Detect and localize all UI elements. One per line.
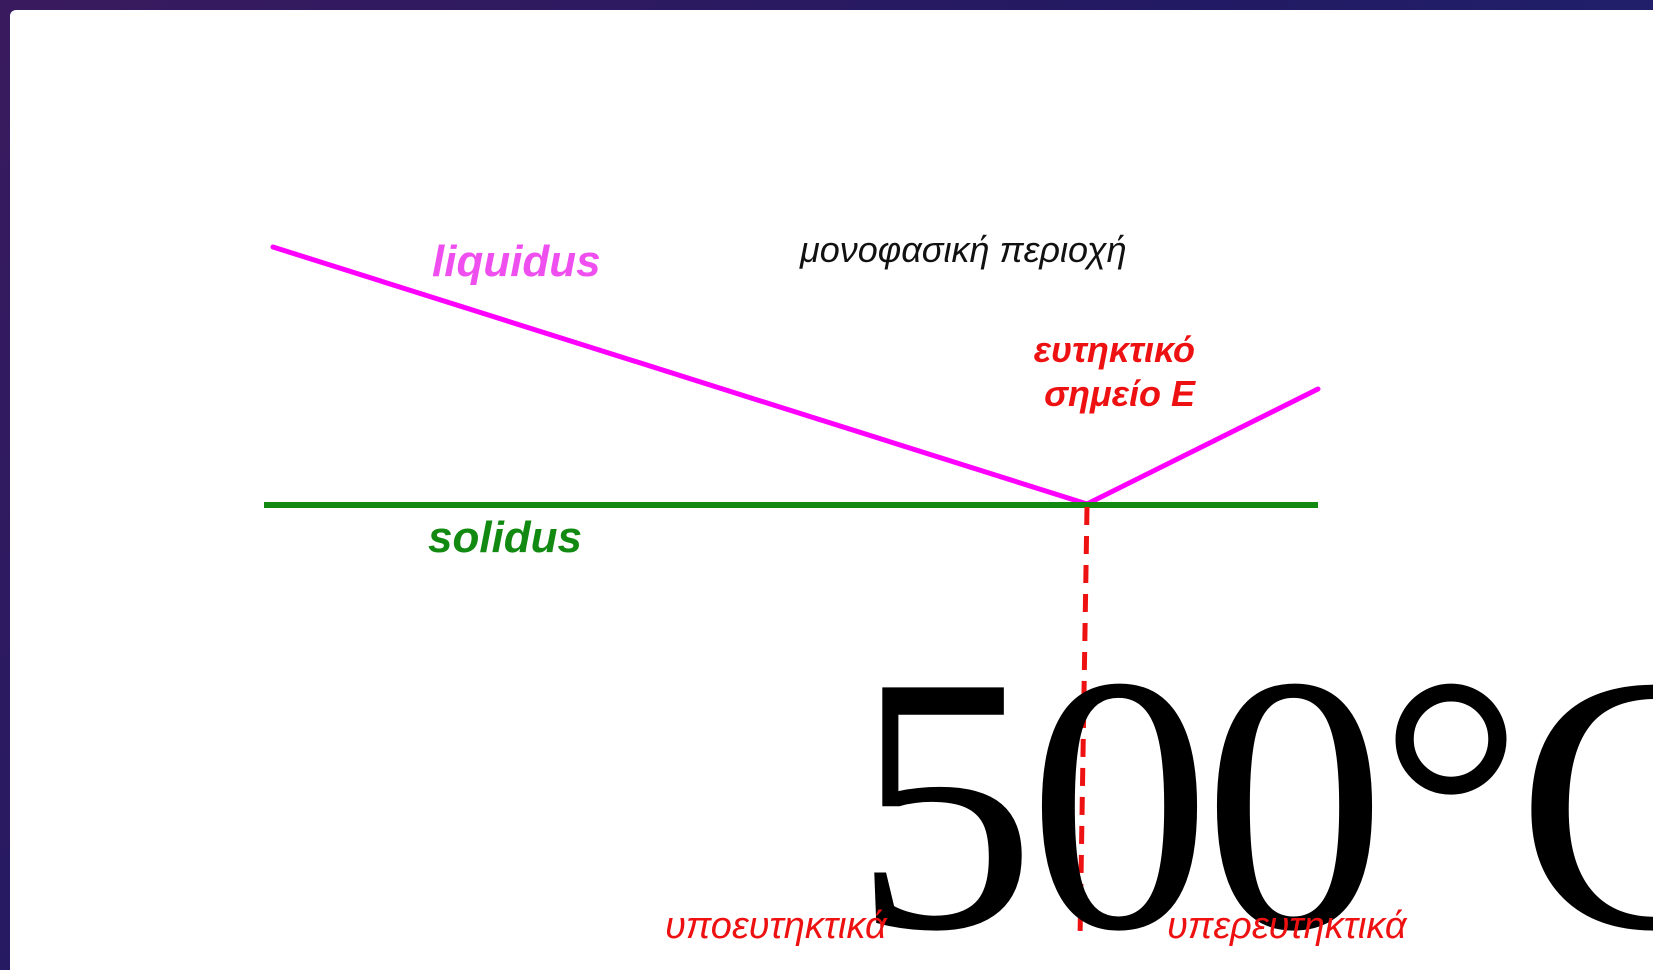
- liquidus-right-line: [1084, 386, 1321, 507]
- phase-diagram: [264, 244, 1321, 941]
- slide-canvas: 500°C liquidus μονοφασική περιοχή ευτηκτ…: [10, 10, 1653, 970]
- liquidus-left-line: [270, 244, 1090, 507]
- eutectic-point-label-line1: ευτηκτικό: [1033, 329, 1195, 370]
- eutectic-composition-dashed-line: [1077, 506, 1090, 941]
- solidus-label: solidus: [428, 513, 583, 562]
- hypereutectic-label: υπερευτηκτικά: [1167, 905, 1407, 947]
- hypoeutectic-label: υποευτηκτικά: [665, 905, 887, 947]
- temperature-label: 500°C: [853, 602, 1653, 970]
- single-phase-region-label: μονοφασική περιοχή: [800, 229, 1127, 270]
- liquidus-label: liquidus: [432, 237, 601, 286]
- eutectic-point-label-line2: σημείο Ε: [1044, 372, 1195, 414]
- eutectic-point-label: ευτηκτικό σημείο Ε: [1034, 328, 1195, 416]
